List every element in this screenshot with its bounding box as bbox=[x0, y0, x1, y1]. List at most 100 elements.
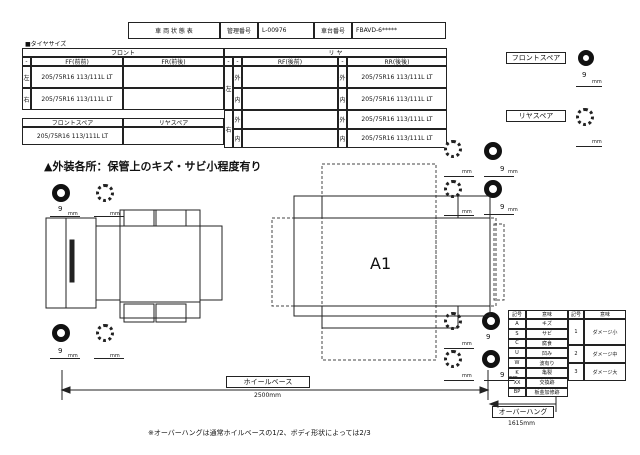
front-left-mark: 左 bbox=[22, 66, 31, 88]
front-spare-header: フロントスペア bbox=[22, 118, 123, 127]
legend-h-code: 記号 bbox=[508, 310, 526, 319]
legend-h-code2: 記号 bbox=[568, 310, 584, 319]
rear-spare-size bbox=[123, 127, 224, 145]
tread-front-left-inner-unit: mm bbox=[110, 211, 120, 217]
legend-code: A bbox=[508, 319, 526, 329]
tread-rear-left2-outer-value: 9 bbox=[500, 203, 505, 211]
tread-front-left-value: 9 bbox=[58, 205, 63, 213]
rr-left-inner-mark: 内 bbox=[338, 88, 347, 110]
legend-meaning: 腐食 bbox=[526, 338, 568, 349]
rf-right-outer bbox=[242, 110, 338, 129]
tread-rear-right-outer-value: 9 bbox=[486, 333, 491, 341]
legend-code: W bbox=[508, 358, 526, 368]
fr-left-size bbox=[123, 66, 224, 88]
tread-front-right-inner-unit: mm bbox=[110, 353, 120, 359]
rr-right-inner-mark: 内 bbox=[338, 129, 347, 148]
fr-right-size bbox=[123, 88, 224, 110]
tread-front-right-unit: mm bbox=[68, 353, 78, 359]
tread-front-left-inner-icon bbox=[96, 184, 114, 202]
legend-meaning: 凹み bbox=[526, 348, 568, 359]
diagram-label: A1 bbox=[370, 254, 392, 273]
overhang-value: 1615mm bbox=[508, 420, 535, 427]
rr-right-inner: 205/75R16 113/111L LT bbox=[347, 129, 447, 148]
chassis-value: FBAVD-6***** bbox=[352, 22, 446, 39]
ff-dash: - bbox=[22, 57, 31, 66]
tread-rear-left-outer-value: 9 bbox=[500, 165, 505, 173]
header-bar: 車 両 状 態 表 管理番号 L-00976 車台番号 FBAVD-6***** bbox=[128, 22, 446, 39]
tread-rear-right2-outer-icon bbox=[482, 350, 500, 368]
mgmt-value: L-00976 bbox=[258, 22, 314, 39]
legend-meaning: サビ bbox=[526, 328, 568, 339]
rr-left-outer-mark: 外 bbox=[338, 66, 347, 88]
rr-dash: - bbox=[338, 57, 347, 66]
front-spare-tire-icon bbox=[578, 50, 594, 66]
legend-code: XX bbox=[508, 377, 526, 388]
rear-header: リ ヤ bbox=[224, 48, 447, 57]
tire-table: フロント リ ヤ - FF(前前) FR(前後) - - RF(後前) - RR… bbox=[22, 48, 447, 148]
rear-spare-header: リヤスペア bbox=[123, 118, 224, 127]
rf-right-outer-mark: 外 bbox=[233, 110, 242, 129]
tread-rear-left2-outer-icon bbox=[484, 180, 502, 198]
exterior-note: ▲外装各所：保管上のキズ・サビ小程度有り bbox=[44, 160, 262, 173]
front-right-mark: 右 bbox=[22, 88, 31, 110]
tread-rear-left2-outer-unit: mm bbox=[508, 207, 518, 213]
rf-left-inner bbox=[242, 88, 338, 110]
rf-left-inner-mark: 内 bbox=[233, 88, 242, 110]
rr-header: RR(後後) bbox=[347, 57, 447, 66]
legend-h-meaning: 意味 bbox=[526, 310, 568, 319]
tread-front-right-icon bbox=[52, 324, 70, 342]
legend-code: C bbox=[508, 338, 526, 349]
rf-dash: - bbox=[224, 57, 233, 66]
rr-left-outer: 205/75R16 113/111L LT bbox=[347, 66, 447, 88]
tread-front-right-inner-icon bbox=[96, 324, 114, 342]
tread-rear-right2-icon bbox=[444, 350, 462, 368]
tread-rear-right2-unit: mm bbox=[462, 373, 472, 379]
chassis-label: 車台番号 bbox=[314, 22, 352, 39]
tread-front-right-value: 9 bbox=[58, 347, 63, 355]
tread-rear-right2-outer-value: 9 bbox=[500, 371, 505, 379]
front-spare-size: 205/75R16 113/111L LT bbox=[22, 127, 123, 145]
rr-right-outer-mark: 外 bbox=[338, 110, 347, 129]
rf-left-outer-mark: 外 bbox=[233, 66, 242, 88]
front-spare-value: 9 bbox=[582, 71, 587, 79]
footnote: ※オーバーハングは通常ホイルベースの1/2、ボディ形状によっては2/3 bbox=[148, 429, 371, 437]
tread-front-left-unit: mm bbox=[68, 211, 78, 217]
wheelbase-label: ホイールベース bbox=[226, 376, 310, 388]
front-spare-unit: mm bbox=[592, 79, 602, 85]
rear-left-mark: 左 bbox=[224, 66, 233, 110]
fr-header: FR(前後) bbox=[123, 57, 224, 66]
rf-header: RF(後前) bbox=[242, 57, 338, 66]
sheet-title: 車 両 状 態 表 bbox=[128, 22, 220, 39]
rf-left-outer bbox=[242, 66, 338, 88]
legend-meaning: 波有り bbox=[526, 358, 568, 368]
rear-spare-tire-icon bbox=[576, 108, 594, 126]
rr-left-inner: 205/75R16 113/111L LT bbox=[347, 88, 447, 110]
level-2-code: 2 bbox=[568, 345, 584, 363]
tread-rear-left-outer-icon bbox=[484, 142, 502, 160]
level-3-code: 3 bbox=[568, 363, 584, 381]
rf-right-inner bbox=[242, 129, 338, 148]
wheelbase-value: 2500mm bbox=[254, 392, 281, 399]
tread-front-left-icon bbox=[52, 184, 70, 202]
level-1-code: 1 bbox=[568, 319, 584, 345]
ff-header: FF(前前) bbox=[31, 57, 123, 66]
tread-rear-right-unit: mm bbox=[462, 341, 472, 347]
ff-right-size: 205/75R16 113/111L LT bbox=[31, 88, 123, 110]
tread-rear-left-outer-unit: mm bbox=[508, 169, 518, 175]
ff-left-size: 205/75R16 113/111L LT bbox=[31, 66, 123, 88]
tread-rear-left2-unit: mm bbox=[462, 209, 472, 215]
legend-meaning: 板金加修跡 bbox=[526, 387, 568, 398]
rear-right-mark: 右 bbox=[224, 110, 233, 148]
tire-section-title: ■タイヤサイズ bbox=[25, 41, 67, 48]
tread-rear-left-icon bbox=[444, 140, 462, 158]
rear-spare-label: リヤスペア bbox=[506, 110, 566, 122]
level-2-meaning: ダメージ中 bbox=[584, 345, 626, 363]
legend-meaning: 交換跡 bbox=[526, 377, 568, 388]
rear-spare-unit: mm bbox=[592, 139, 602, 145]
legend-code: U bbox=[508, 348, 526, 359]
legend-meaning: 亀裂 bbox=[526, 368, 568, 378]
front-spare-label: フロントスペア bbox=[506, 52, 566, 64]
legend-code: K bbox=[508, 368, 526, 378]
